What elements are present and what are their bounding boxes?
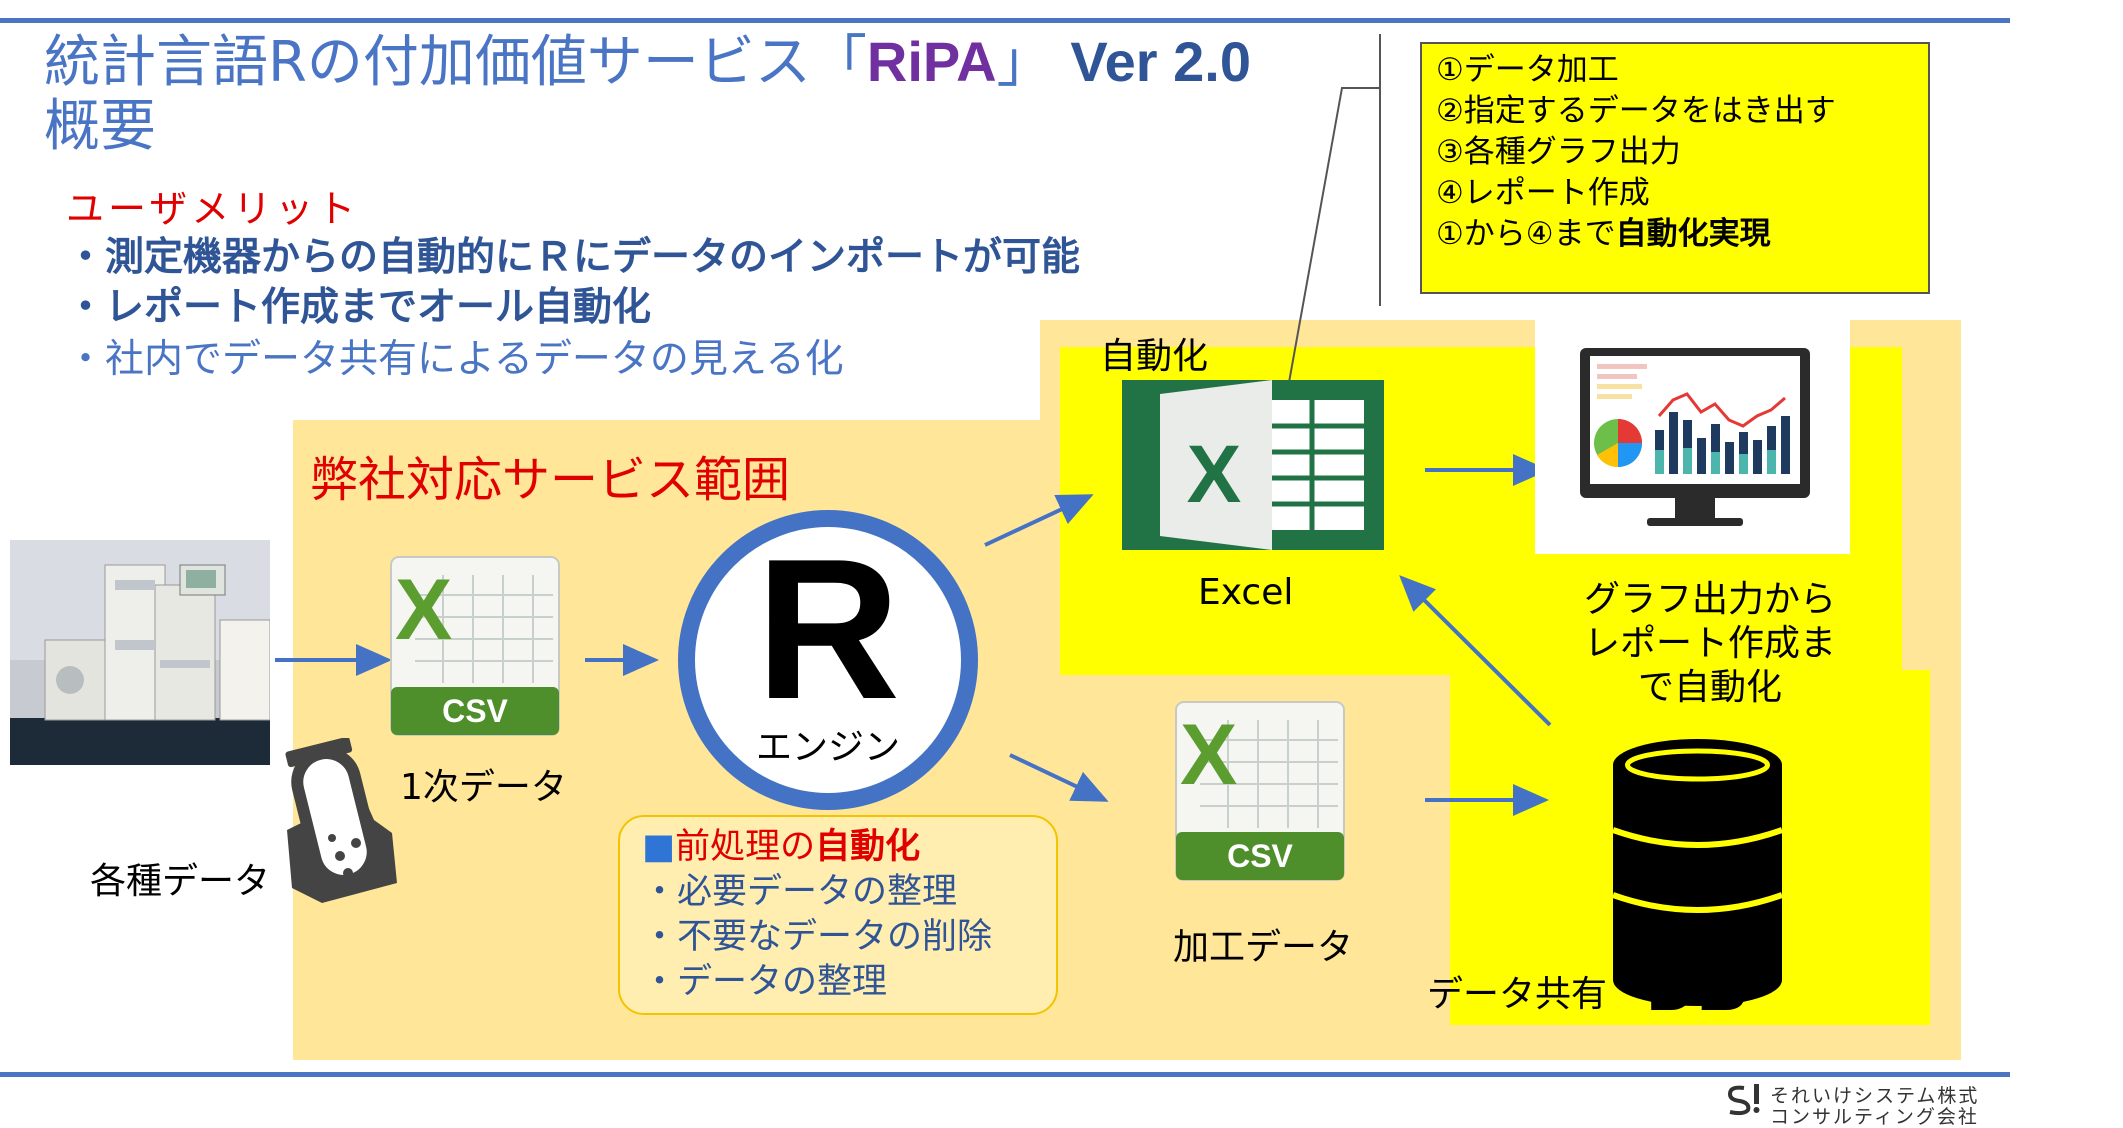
arrow-r-to-processed — [1009, 753, 1109, 802]
preprocess-heading: ■前処理の自動化 — [642, 827, 921, 867]
brand-name: RiPA — [866, 30, 997, 93]
note-item: ②指定するデータをはき出す — [1436, 93, 1836, 129]
merit-item: ・レポート作成までオール自動化 — [66, 285, 652, 330]
arrow-db-to-excel — [1399, 575, 1552, 727]
preprocess-item: ・必要データの整理 — [642, 872, 958, 912]
test-tube-icon — [262, 736, 432, 908]
preprocess-item: ・不要なデータの削除 — [642, 917, 993, 957]
source-data-label: 各種データ — [90, 861, 271, 902]
excel-x: X — [1187, 429, 1242, 520]
automation-label: 自動化 — [1100, 336, 1209, 377]
processed-data-label: 加工データ — [1173, 927, 1354, 968]
scope-label: 弊社対応サービス範囲 — [310, 452, 791, 508]
note-item-last: ①から④まで自動化実現 — [1436, 216, 1771, 252]
graph-monitor-icon — [1535, 320, 1850, 554]
preprocess-box: ■前処理の自動化 ・必要データの整理 ・不要なデータの削除 ・データの整理 — [618, 815, 1058, 1015]
preprocess-item: ・データの整理 — [642, 962, 888, 1002]
note-item: ④レポート作成 — [1436, 175, 1650, 211]
merit-item: ・社内でデータ共有によるデータの見える化 — [66, 337, 844, 382]
primary-data-label: 1次データ — [400, 767, 567, 808]
lab-instrument-photo — [10, 540, 271, 765]
database-icon: DB — [1605, 735, 1790, 1025]
user-merit-heading: ユーザメリット — [66, 187, 360, 231]
processed-csv-icon: X CSV — [1170, 700, 1350, 885]
csv-text: CSV — [1227, 838, 1293, 874]
note-item: ③各種グラフ出力 — [1436, 134, 1681, 170]
version: Ver 2.0 — [1070, 30, 1251, 93]
csv-text: CSV — [442, 693, 508, 729]
r-logo: R — [755, 518, 901, 741]
bottom-rule — [0, 1072, 2010, 1077]
arrow-r-to-excel — [984, 494, 1094, 547]
top-rule — [0, 18, 2010, 23]
graph-label: グラフ出力から レポート作成ま で自動化 — [1583, 579, 1836, 708]
svg-text:X: X — [395, 562, 452, 658]
svg-text:X: X — [1180, 707, 1237, 803]
engine-label: エンジン — [755, 727, 900, 768]
excel-label: Excel — [1198, 572, 1294, 613]
csv-file-icon: X CSV — [385, 555, 565, 740]
db-text: DB — [1646, 947, 1747, 1020]
title-subline: 概要 — [44, 94, 156, 159]
note-item: ①データ加工 — [1436, 52, 1619, 88]
company-logo-icon — [1722, 1082, 1762, 1116]
data-share-label: データ共有 — [1427, 974, 1608, 1015]
callout-line — [1287, 34, 1381, 389]
page-title: 統計言語Rの付加価値サービス「RiPA」 Ver 2.0 概要 — [44, 30, 1251, 159]
company-name: それいけシステム株式 コンサルティング会社 — [1770, 1085, 1980, 1128]
excel-icon: X — [1122, 380, 1384, 550]
merit-item: ・測定機器からの自動的にＲにデータのインポートが可能 — [66, 235, 1081, 280]
feature-notes-box: ①データ加工 ②指定するデータをはき出す ③各種グラフ出力 ④レポート作成 ①か… — [1420, 42, 1930, 294]
